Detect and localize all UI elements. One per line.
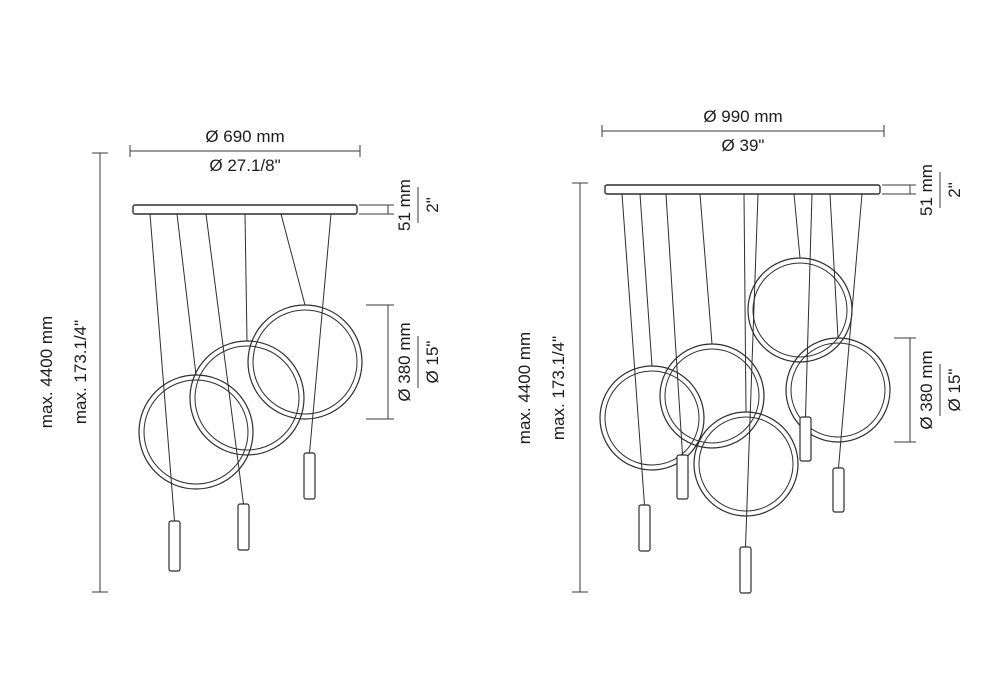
light-ring bbox=[785, 337, 891, 443]
left-ring-diameter-dimension: Ø 380 mm Ø 15" bbox=[366, 304, 442, 420]
light-ring bbox=[693, 411, 799, 517]
suspension-wire bbox=[176, 213, 197, 376]
right-max-height-in-label: max. 173.1/4" bbox=[549, 336, 568, 440]
ring-outer-circle bbox=[599, 365, 705, 471]
left-canopy-width-in-label: Ø 27.1/8" bbox=[209, 156, 280, 175]
suspension-wire bbox=[639, 193, 653, 367]
suspension-wire bbox=[838, 193, 863, 469]
right-suspension-wires bbox=[621, 193, 863, 548]
suspension-wire bbox=[205, 213, 244, 505]
left-max-height-in-label: max. 173.1/4" bbox=[71, 320, 90, 424]
suspension-wire bbox=[743, 193, 747, 413]
suspension-wire bbox=[793, 193, 801, 259]
ceiling-canopy bbox=[604, 184, 881, 195]
pendant-cylinder bbox=[676, 454, 689, 500]
suspension-wire bbox=[280, 213, 306, 306]
left-canopy-thickness-in-label: 2" bbox=[423, 197, 442, 213]
pendant-cylinder bbox=[739, 546, 752, 594]
light-ring bbox=[138, 374, 254, 490]
pendant-cylinder bbox=[168, 520, 181, 572]
light-ring bbox=[599, 365, 705, 471]
ring-inner-circle bbox=[143, 379, 249, 485]
ring-inner-circle bbox=[790, 342, 886, 438]
pendant-cylinder bbox=[237, 503, 250, 551]
ring-outer-circle bbox=[693, 411, 799, 517]
right-canopy-width-dimension: Ø 990 mm Ø 39" bbox=[601, 107, 885, 155]
light-ring bbox=[247, 304, 363, 420]
suspension-wire bbox=[149, 213, 175, 522]
ring-inner-circle bbox=[698, 416, 794, 512]
ring-inner-circle bbox=[604, 370, 700, 466]
right-ring-diameter-mm-label: Ø 380 mm bbox=[917, 350, 936, 429]
pendant-cylinder bbox=[799, 416, 812, 462]
light-ring bbox=[659, 343, 765, 449]
right-pendant-cylinders bbox=[638, 416, 845, 594]
ring-outer-circle bbox=[247, 304, 363, 420]
right-canopy-width-mm-label: Ø 990 mm bbox=[703, 107, 782, 126]
left-canopy-thickness-mm-label: 51 mm bbox=[395, 179, 414, 231]
right-canopy-thickness-in-label: 2" bbox=[945, 182, 964, 198]
right-canopy-thickness-mm-label: 51 mm bbox=[917, 164, 936, 216]
left-canopy-width-mm-label: Ø 690 mm bbox=[205, 127, 284, 146]
suspension-wire bbox=[829, 193, 839, 339]
right-canopy-thickness-dimension: 51 mm 2" bbox=[882, 164, 964, 216]
left-max-height-mm-label: max. 4400 mm bbox=[37, 316, 56, 428]
left-ring-diameter-in-label: Ø 15" bbox=[423, 341, 442, 384]
pendant-cylinder bbox=[832, 467, 845, 513]
right-ring-diameter-in-label: Ø 15" bbox=[945, 369, 964, 412]
suspension-wire bbox=[805, 193, 813, 418]
suspension-wire bbox=[699, 193, 713, 345]
left-diagram: Ø 690 mm Ø 27.1/8" max. 4400 mm max. 173… bbox=[37, 127, 442, 593]
ring-inner-circle bbox=[752, 262, 848, 358]
left-ring-diameter-mm-label: Ø 380 mm bbox=[395, 322, 414, 401]
ceiling-canopy bbox=[132, 204, 358, 215]
right-diagram: Ø 990 mm Ø 39" max. 4400 mm max. 173.1/4… bbox=[515, 107, 964, 594]
ring-inner-circle bbox=[252, 309, 358, 415]
right-max-height-dimension: max. 4400 mm max. 173.1/4" bbox=[515, 182, 588, 593]
left-canopy-width-dimension: Ø 690 mm Ø 27.1/8" bbox=[129, 127, 361, 175]
pendant-cylinder bbox=[638, 504, 651, 552]
ring-outer-circle bbox=[138, 374, 254, 490]
right-canopy-width-in-label: Ø 39" bbox=[722, 136, 765, 155]
left-pendant-cylinders bbox=[168, 452, 316, 572]
suspension-wire bbox=[244, 213, 248, 342]
right-max-height-mm-label: max. 4400 mm bbox=[515, 332, 534, 444]
ring-outer-circle bbox=[189, 340, 305, 456]
ring-inner-circle bbox=[664, 348, 760, 444]
right-ring-diameter-dimension: Ø 380 mm Ø 15" bbox=[894, 337, 964, 443]
ring-outer-circle bbox=[659, 343, 765, 449]
left-light-rings bbox=[138, 304, 363, 490]
suspension-wire bbox=[621, 193, 645, 506]
ring-outer-circle bbox=[785, 337, 891, 443]
ring-inner-circle bbox=[194, 345, 300, 451]
suspension-wire bbox=[665, 193, 683, 456]
right-light-rings bbox=[599, 257, 891, 517]
left-canopy-thickness-dimension: 51 mm 2" bbox=[359, 179, 442, 231]
pendant-cylinder bbox=[303, 452, 316, 500]
light-ring bbox=[189, 340, 305, 456]
left-max-height-dimension: max. 4400 mm max. 173.1/4" bbox=[37, 152, 108, 593]
